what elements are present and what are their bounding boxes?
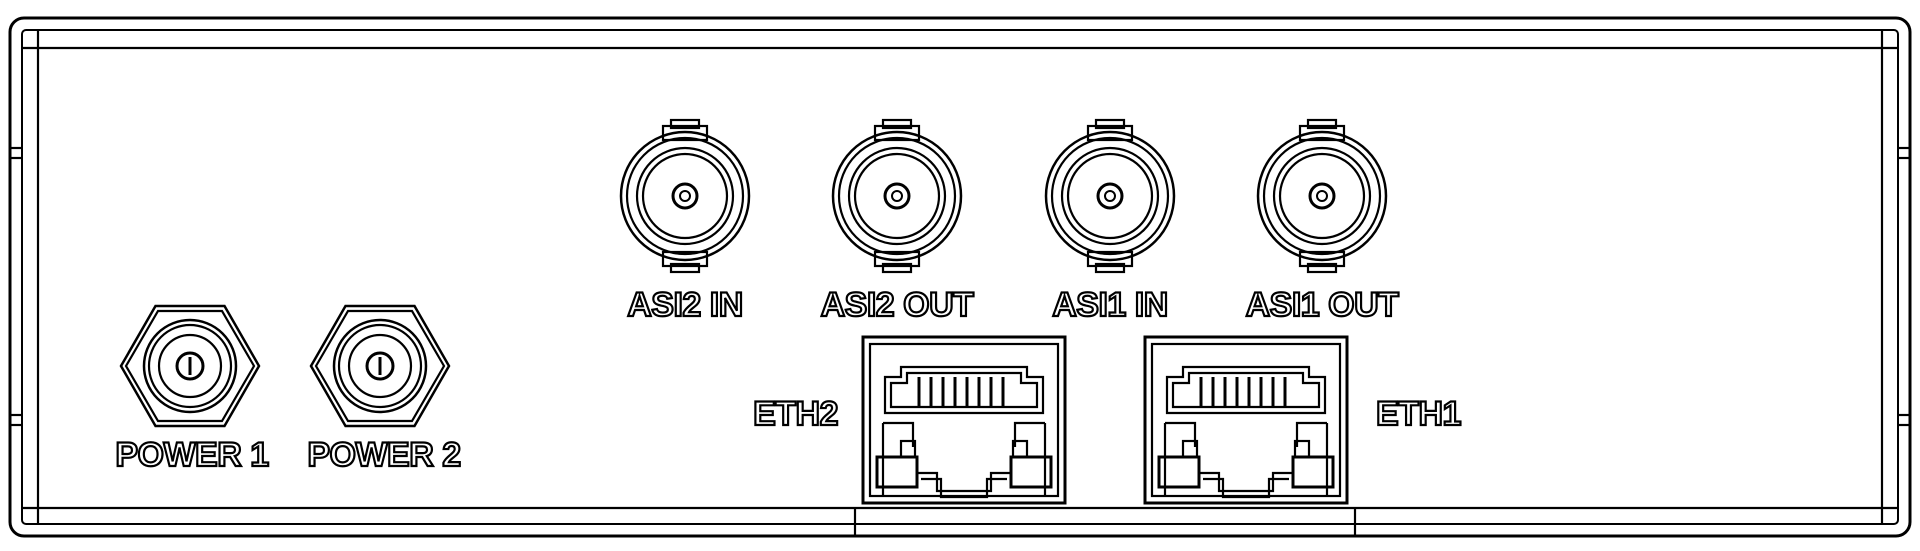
- bnc-connector-asi1-in[interactable]: [1044, 118, 1176, 274]
- ethernet-port-eth1[interactable]: [1143, 335, 1349, 505]
- label-eth2: ETH2: [753, 395, 838, 433]
- ethernet-port-eth2[interactable]: [861, 335, 1067, 505]
- label-asi2-out: ASI2 OUT: [821, 286, 975, 324]
- label-power-2: POWER 2: [307, 436, 460, 474]
- label-asi1-in: ASI1 IN: [1052, 286, 1168, 324]
- label-asi2-in: ASI2 IN: [627, 286, 743, 324]
- bnc-connector-asi2-in[interactable]: [619, 118, 751, 274]
- label-power-1: POWER 1: [115, 436, 268, 474]
- bnc-connector-asi1-out[interactable]: [1256, 118, 1388, 274]
- bnc-connector-asi2-out[interactable]: [831, 118, 963, 274]
- label-eth1: ETH1: [1376, 395, 1461, 433]
- power-connector-1[interactable]: [119, 304, 261, 428]
- label-asi1-out: ASI1 OUT: [1246, 286, 1400, 324]
- enclosure: [8, 16, 1912, 538]
- power-connector-2[interactable]: [309, 304, 451, 428]
